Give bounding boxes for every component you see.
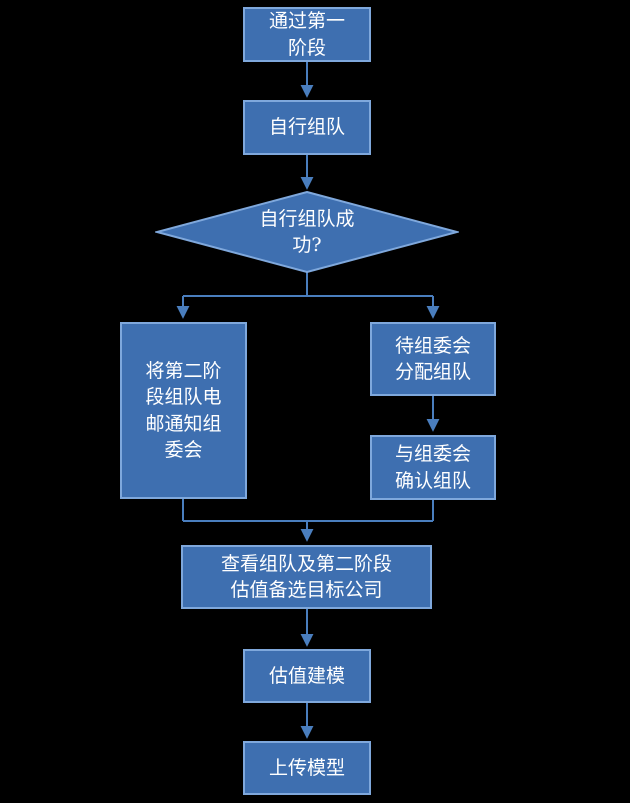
node-pass-stage1: 通过第一 阶段 bbox=[243, 7, 371, 62]
node-email-committee: 将第二阶 段组队电 邮通知组 委会 bbox=[120, 322, 247, 499]
node-confirm-team-label: 与组委会 确认组队 bbox=[394, 443, 471, 492]
node-upload-model: 上传模型 bbox=[243, 741, 371, 795]
node-wait-assignment: 待组委会 分配组队 bbox=[370, 322, 496, 396]
node-email-committee-label: 将第二阶 段组队电 邮通知组 委会 bbox=[145, 360, 222, 461]
decision-diamond-shape bbox=[155, 191, 459, 273]
node-self-team-label: 自行组队 bbox=[268, 116, 345, 139]
node-wait-assignment-label: 待组委会 分配组队 bbox=[394, 334, 471, 383]
node-valuation-model: 估值建模 bbox=[243, 649, 371, 703]
node-upload-model-label: 上传模型 bbox=[268, 756, 345, 779]
node-confirm-team: 与组委会 确认组队 bbox=[370, 435, 496, 500]
node-pass-stage1-label: 通过第一 阶段 bbox=[268, 10, 345, 59]
node-team-success-label: 自行组队成 功? bbox=[259, 207, 355, 256]
node-view-targets-label: 查看组队及第二阶段 估值备选目标公司 bbox=[220, 552, 392, 601]
branch-split-line bbox=[183, 272, 433, 297]
node-self-team: 自行组队 bbox=[243, 100, 371, 155]
node-valuation-model-label: 估值建模 bbox=[268, 664, 345, 687]
node-team-success: 自行组队成 功? bbox=[155, 191, 459, 273]
node-view-targets: 查看组队及第二阶段 估值备选目标公司 bbox=[181, 545, 432, 609]
merge-line bbox=[182, 498, 434, 522]
